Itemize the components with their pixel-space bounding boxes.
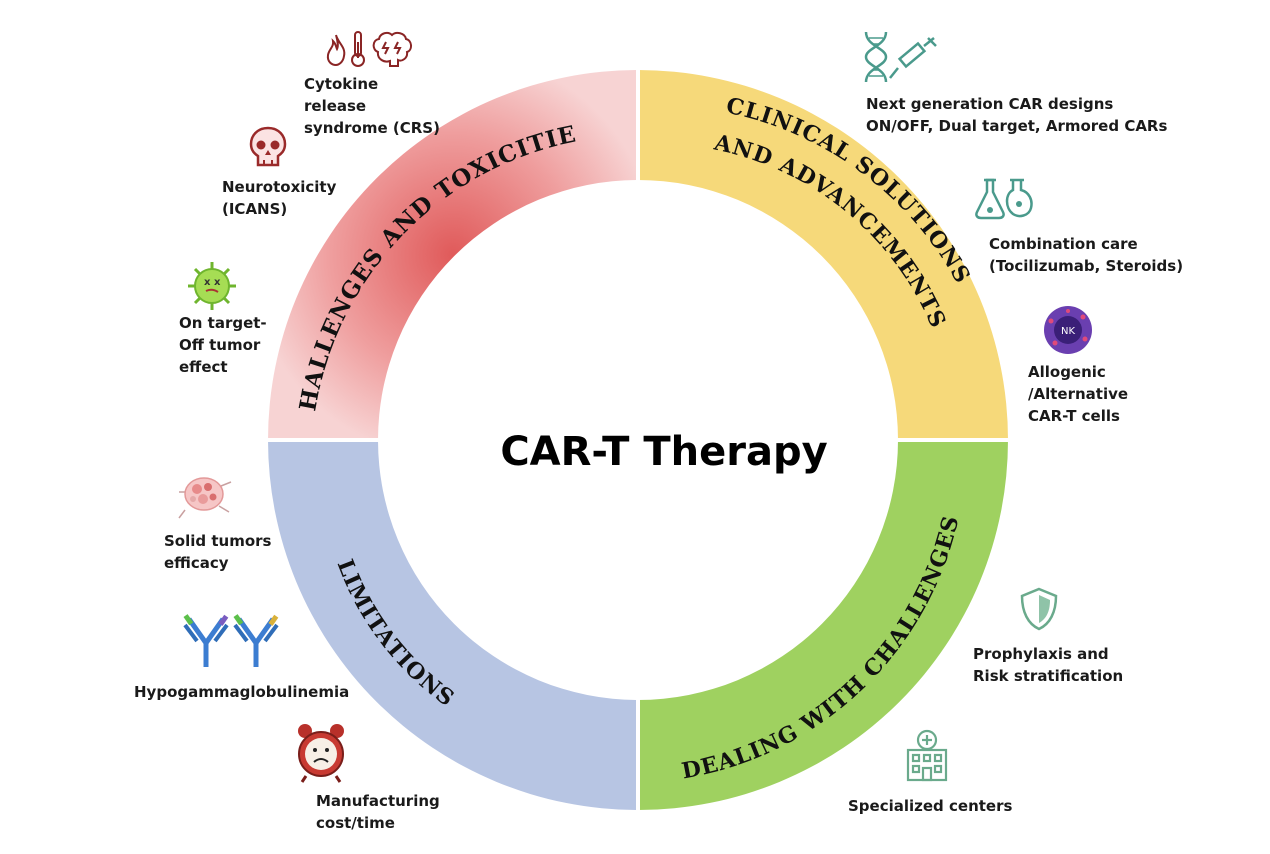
dna-icon (864, 31, 888, 83)
combination-label: Combination care (Tocilizumab, Steroids) (989, 235, 1184, 275)
nk-cell-icon: NK (1044, 306, 1092, 354)
prophylaxis-label: Prophylaxis and Risk stratification (973, 645, 1124, 685)
next-gen-label: Next generation CAR designs ON/OFF, Dual… (866, 95, 1168, 135)
skull-icon (249, 126, 287, 167)
flame-icon (326, 34, 346, 67)
svg-text:x: x (204, 277, 211, 288)
flask-icon (975, 178, 1033, 220)
specialized-label: Specialized centers (848, 797, 1013, 815)
segment-limitations (268, 440, 638, 810)
hospital-icon (906, 729, 948, 782)
segment-solutions (638, 70, 1008, 440)
segment-dealing (638, 440, 1008, 810)
antibody-icon (233, 614, 279, 667)
icans-label: Neurotoxicity (ICANS) (222, 178, 337, 218)
nk-label: NK (1061, 326, 1075, 337)
crs-label: Cytokine release syndrome (CRS) (304, 75, 440, 137)
on-target-label: On target- Off tumor effect (179, 314, 267, 376)
brain-icon (372, 31, 412, 67)
center-title: CAR-T Therapy (500, 429, 827, 475)
solid-tumors-label: Solid tumors efficacy (164, 532, 272, 572)
antibody-icon (183, 614, 229, 667)
hypogamma-label: Hypogammaglobulinemia (134, 683, 350, 701)
svg-text:x: x (214, 277, 221, 288)
segment-challenges (268, 70, 638, 440)
manufacturing-label: Manufacturing cost/time (316, 792, 440, 832)
thermometer-icon (351, 31, 365, 67)
shield-icon (1020, 587, 1058, 631)
alarm-clock-icon (298, 724, 344, 783)
tumor-icon (178, 477, 232, 519)
syringe-icon (889, 37, 937, 79)
allogenic-label: Allogenic /Alternative CAR-T cells (1028, 363, 1129, 425)
virus-icon: x x (188, 262, 236, 310)
